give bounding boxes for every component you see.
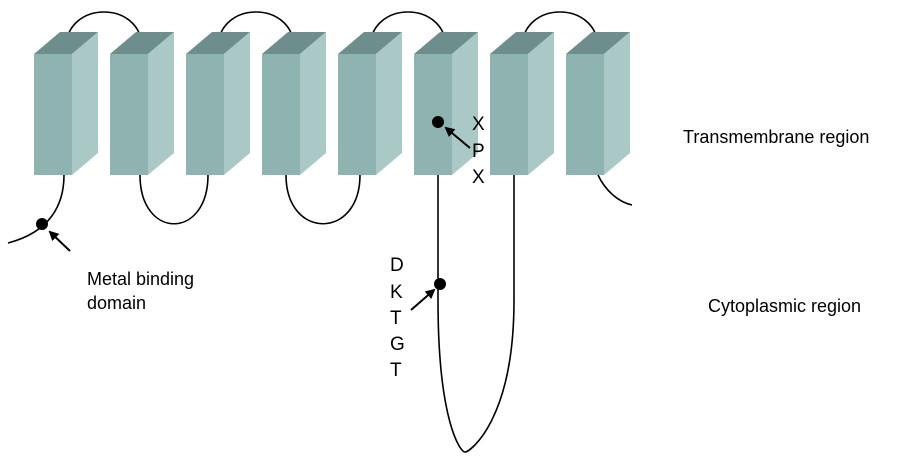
binding-site-dot-icon xyxy=(434,278,446,290)
helix-side-face xyxy=(376,32,402,175)
arrow-icon xyxy=(410,288,436,311)
helix-7 xyxy=(490,32,554,175)
helix-front-face xyxy=(186,54,224,175)
helix-top-face xyxy=(262,32,326,54)
cpx-motif: X P X xyxy=(472,114,485,188)
helix-top-face xyxy=(186,32,250,54)
helix-2 xyxy=(110,32,174,175)
cytoplasmic-region-label: Cytoplasmic region xyxy=(708,296,861,316)
helix-1 xyxy=(34,32,98,175)
helix-top-face xyxy=(490,32,554,54)
helix-side-face xyxy=(148,32,174,175)
helix-top-face xyxy=(338,32,402,54)
cpx-motif-letter: X xyxy=(472,167,485,188)
phosphorylation-motif-letter: T xyxy=(390,360,402,381)
helix-side-face xyxy=(528,32,554,175)
phosphorylation-motif-letter: D xyxy=(390,255,404,276)
helix-6 xyxy=(414,32,478,175)
helix-4 xyxy=(262,32,326,175)
helix-top-face xyxy=(34,32,98,54)
helix-side-face xyxy=(300,32,326,175)
arrow-icon xyxy=(48,230,71,252)
helix-5 xyxy=(338,32,402,175)
phosphorylation-motif-letter: T xyxy=(390,308,402,329)
helix-top-face xyxy=(566,32,630,54)
helix-front-face xyxy=(34,54,72,175)
arrow-icon xyxy=(444,126,471,149)
c-terminus-tail xyxy=(597,174,633,206)
n-terminus-tail xyxy=(7,174,65,244)
helix-front-face xyxy=(414,54,452,175)
transmembrane-helices xyxy=(34,32,630,175)
cpx-motif-letter: P xyxy=(472,141,485,162)
cytoplasmic-loops xyxy=(7,174,633,453)
helix-front-face xyxy=(262,54,300,175)
helix-side-face xyxy=(72,32,98,175)
helix-3 xyxy=(186,32,250,175)
binding-site-dot-icon xyxy=(432,116,444,128)
helix-top-face xyxy=(414,32,478,54)
metal-binding-label-line2: domain xyxy=(87,293,146,313)
cpx-motif-letter: X xyxy=(472,114,485,135)
cytoplasmic-loop-large xyxy=(437,175,515,453)
helix-front-face xyxy=(338,54,376,175)
binding-site-dot-icon xyxy=(36,218,48,230)
cytoplasmic-loop-2 xyxy=(285,174,361,225)
helix-8 xyxy=(566,32,630,175)
helix-side-face xyxy=(604,32,630,175)
metal-binding-label-line1: Metal binding xyxy=(87,269,194,289)
cytoplasmic-loop-1 xyxy=(139,174,209,225)
helix-side-face xyxy=(224,32,250,175)
helix-front-face xyxy=(566,54,604,175)
helix-front-face xyxy=(110,54,148,175)
phosphorylation-motif-letter: G xyxy=(390,334,405,355)
helix-front-face xyxy=(490,54,528,175)
helix-top-face xyxy=(110,32,174,54)
transmembrane-region-label: Transmembrane region xyxy=(683,127,869,147)
phosphorylation-motif: D K T G T xyxy=(390,255,405,381)
phosphorylation-motif-letter: K xyxy=(390,282,403,303)
